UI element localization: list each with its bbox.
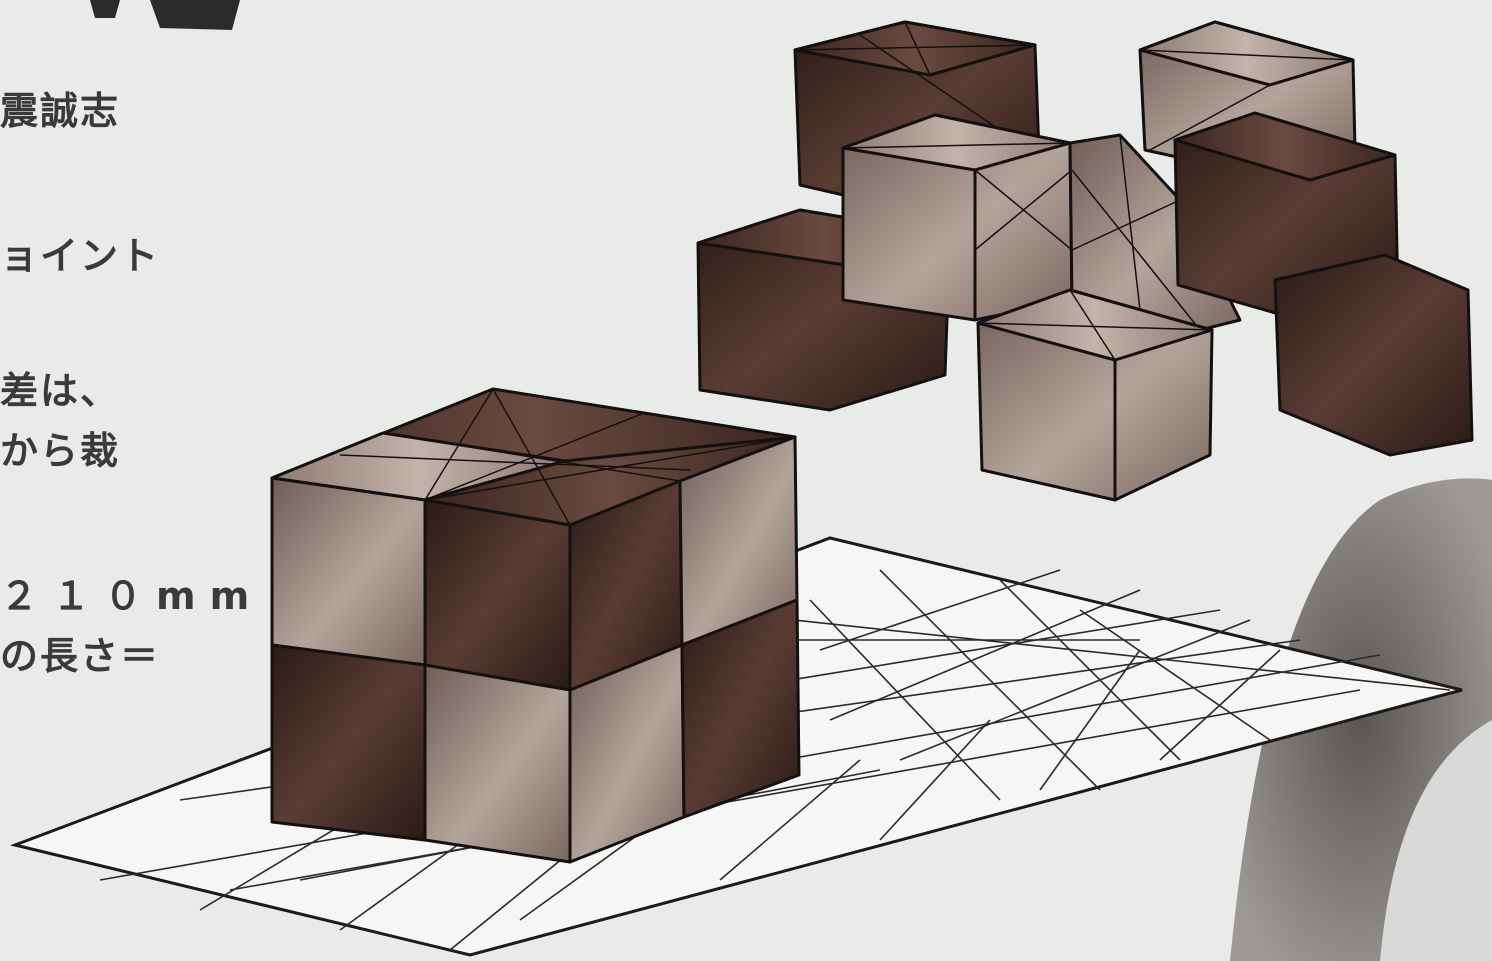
heading-fragment — [150, 0, 240, 30]
text-fragment-6: の長さ＝ — [0, 625, 160, 680]
text-fragment-5: ２１０mm — [0, 565, 263, 620]
text-fragment-3: 差は、 — [0, 360, 120, 415]
assembled-cube — [272, 389, 799, 862]
text-fragment-1: 震誠志 — [0, 80, 120, 135]
floating-units — [698, 22, 1472, 500]
heading-fragment-2 — [90, 0, 120, 18]
text-fragment-4: から裁 — [0, 420, 120, 475]
text-fragment-2: ョイント — [0, 225, 160, 280]
